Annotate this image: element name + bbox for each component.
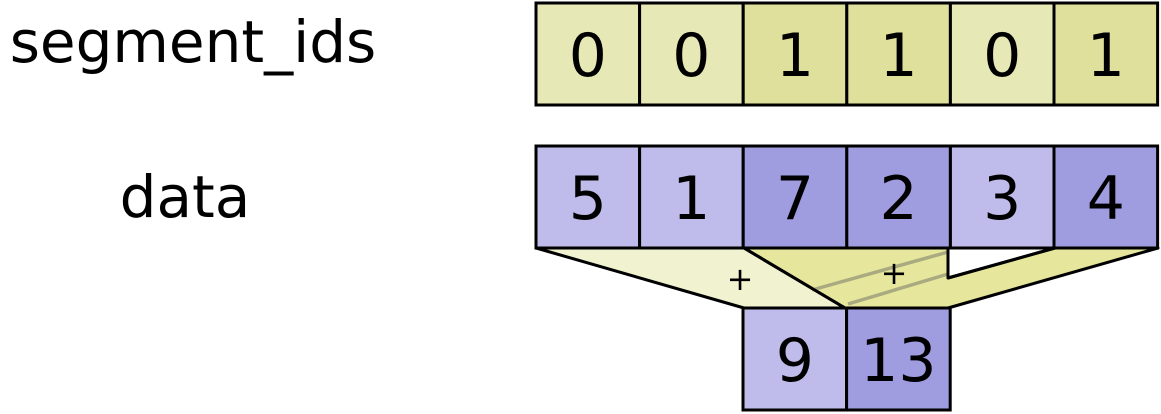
segment-id-cell-value: 0: [569, 21, 607, 91]
plus-operator-seg1: +: [881, 254, 908, 292]
result-cell-box: [741, 306, 849, 412]
data-cell-value: 1: [672, 164, 710, 234]
data-cell-box: [1052, 144, 1160, 250]
data-cell-value: 3: [983, 164, 1021, 234]
result-cell-box: [845, 306, 952, 412]
data-cell-box: [638, 144, 745, 250]
result-cell-value: 9: [776, 326, 814, 396]
plus-operator-seg0: +: [727, 260, 754, 298]
funnel-divider-line: [743, 246, 846, 310]
result-cell-value: 13: [860, 326, 936, 396]
funnel-guide-line: [811, 250, 949, 292]
data-cell-box: [534, 144, 642, 250]
data-cell-value: 7: [776, 164, 814, 234]
data-cell-value: 4: [1087, 164, 1125, 234]
segment-id-cell-value: 1: [776, 21, 814, 91]
segment-id-cell-box: [534, 1, 642, 107]
data-cell-box: [948, 144, 1056, 250]
funnel-divider-line: [947, 246, 1056, 280]
segment-id-cell-value: 1: [880, 21, 918, 91]
segment-id-cell-value: 0: [672, 21, 710, 91]
funnel-guide-line: [847, 272, 949, 306]
data-cell-value: 5: [569, 164, 607, 234]
segment-id-cell-value: 1: [1087, 21, 1125, 91]
funnel-group: + +: [534, 246, 1160, 310]
segment-ids-label: segment_ids: [10, 8, 377, 76]
segment-id-cell-box: [1052, 1, 1160, 107]
result-row: 9 13: [741, 306, 952, 412]
segment-id-cell-value: 0: [983, 21, 1021, 91]
data-label: data: [120, 163, 251, 231]
data-cell-value: 2: [880, 164, 918, 234]
data-cell-box: [741, 144, 849, 250]
